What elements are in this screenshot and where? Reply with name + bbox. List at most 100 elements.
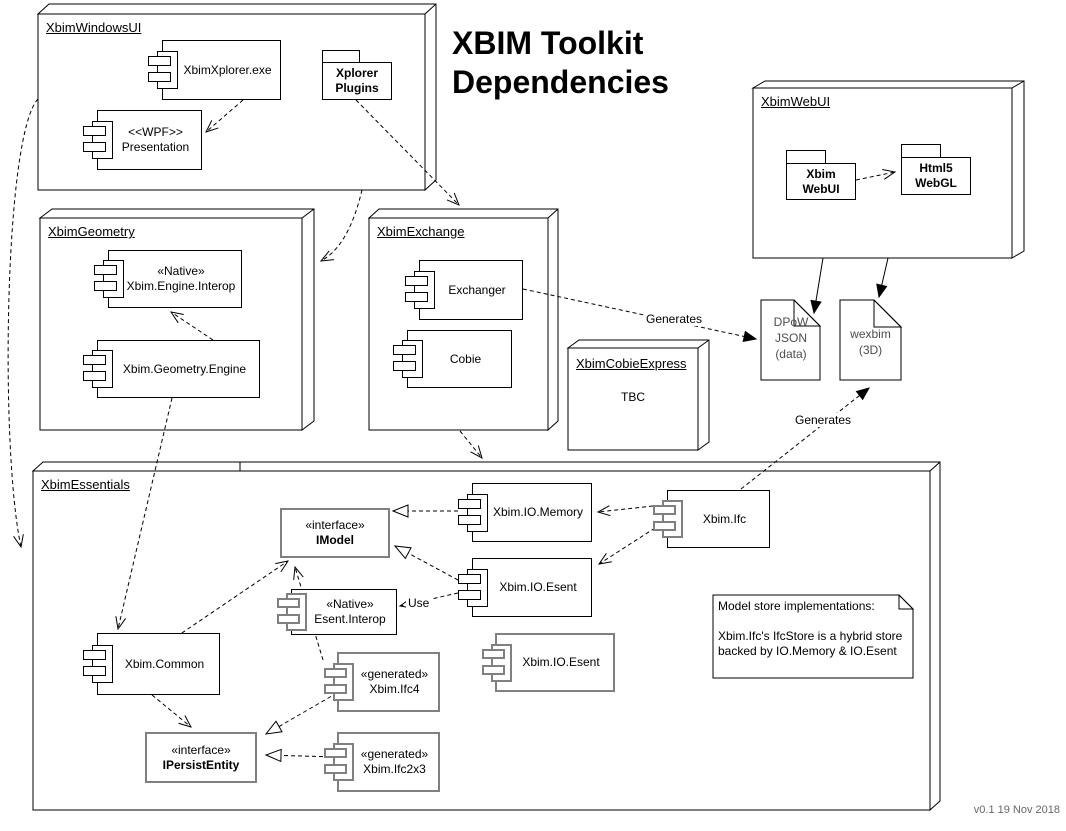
- component-label: Esent.Interop: [314, 612, 386, 626]
- component-icon: [405, 271, 437, 309]
- note-model-store: Model store implementations: Xbim.Ifc's …: [718, 599, 910, 659]
- document-label-line: (data): [775, 347, 807, 361]
- component-exchanger: Exchanger: [405, 260, 523, 320]
- edge-exchanger-generates-dpow: [522, 288, 756, 339]
- component-xbim-io-memory: Xbim.IO.Memory: [458, 483, 592, 542]
- package-title-geometry: XbimGeometry: [48, 224, 135, 239]
- interface-name: IPersistEntity: [162, 757, 240, 772]
- component-stereotype: «generated»: [360, 747, 429, 761]
- edge-ifc-to-memory: [598, 506, 654, 512]
- edge-windowsui-to-essentials: [7, 98, 39, 547]
- component-icon: [83, 121, 115, 159]
- component-icon: [94, 260, 126, 298]
- package-title-cobie-express: XbimCobieExpress: [576, 356, 687, 371]
- component-label: Xbim.IO.Memory: [492, 505, 583, 519]
- edge-webui-to-dpow: [814, 257, 824, 313]
- edge-exchange-to-essentials: [459, 430, 482, 458]
- component-xbim-ifc2x3: «generated» Xbim.Ifc2x3: [324, 732, 440, 792]
- component-label: Xbim.Common: [124, 656, 205, 671]
- package-title-windows-ui: XbimWindowsUI: [46, 20, 142, 35]
- component-xbim-io-esent-2: Xbim.IO.Esent: [482, 633, 615, 692]
- folder-label: Html5: [919, 161, 953, 175]
- edge-common-to-imodel: [175, 561, 288, 638]
- component-engine-interop: «Native» Xbim.Engine.Interop: [94, 250, 242, 308]
- component-label: Xbim.Engine.Interop: [126, 279, 236, 293]
- interface-stereotype: «interface»: [171, 742, 231, 757]
- package-3d-cobie-express: [566, 339, 710, 451]
- edge-plugins-to-exchange: [355, 99, 459, 205]
- document-label-line: DPoW: [773, 315, 809, 329]
- document-wexbim-shape: [839, 299, 903, 381]
- edge-ifc2x3-realizes-ipersist: [264, 748, 338, 763]
- document-dpow-shape: [760, 299, 822, 381]
- folder-tab: [901, 144, 941, 158]
- component-cobie: Cobie: [393, 330, 512, 388]
- interface-ipersistentity: «interface» IPersistEntity: [145, 732, 257, 783]
- component-label: Exchanger: [448, 282, 506, 297]
- page-title-line2: Dependencies: [452, 64, 669, 101]
- folder-label: WebGL: [915, 176, 957, 190]
- edge-label-generates-wexbim: Generates: [793, 413, 854, 427]
- component-icon: [653, 500, 685, 538]
- edge-webui-to-webgl: [855, 172, 895, 181]
- component-icon: [83, 645, 115, 683]
- component-icon: [458, 493, 490, 532]
- document-dpow-label: DPoW JSON (data): [761, 314, 821, 362]
- package-title-webui: XbimWebUI: [761, 94, 831, 109]
- edge-label-generates-dpow: Generates: [644, 312, 705, 326]
- note-line: Xbim.Ifc's IfcStore is a hybrid store: [718, 629, 903, 643]
- package-title-essentials: XbimEssentials: [41, 477, 130, 492]
- document-wexbim-label: wexbim (3D): [840, 326, 901, 358]
- component-xbim-ifc: Xbim.Ifc: [653, 490, 770, 548]
- edge-ifc-to-esent: [599, 527, 656, 564]
- note-line: Model store implementations:: [718, 599, 875, 613]
- interface-imodel: «interface» IModel: [280, 508, 390, 558]
- component-icon: [324, 743, 356, 781]
- component-label: Presentation: [121, 140, 190, 154]
- component-label: Xbim.Ifc: [702, 511, 747, 526]
- component-stereotype: «Native»: [326, 597, 374, 611]
- component-icon: [482, 643, 514, 682]
- folder-label: Xplorer: [335, 66, 378, 80]
- component-label: Xbim.Ifc4: [369, 682, 420, 696]
- folder-label: WebUI: [802, 181, 840, 196]
- component-stereotype: <<WPF>>: [128, 125, 183, 139]
- component-label: Xbim.Ifc2x3: [363, 762, 426, 776]
- component-stereotype: «generated»: [360, 667, 429, 681]
- component-stereotype: «Native»: [157, 264, 205, 278]
- edge-windowsui-to-geometry: [321, 189, 363, 261]
- document-label-line: JSON: [774, 331, 807, 345]
- component-xbim-common: Xbim.Common: [83, 633, 220, 695]
- component-label: Cobie: [449, 351, 482, 366]
- component-icon: [458, 568, 490, 607]
- note-line: backed by IO.Memory & IO.Esent: [718, 644, 897, 658]
- folder-body: Xplorer Plugins: [322, 62, 392, 100]
- version-note: v0.1 19 Nov 2018: [973, 804, 1060, 816]
- component-label: Xbim.IO.Esent: [522, 655, 600, 669]
- folder-label: Xbim: [806, 166, 836, 181]
- package-title-exchange: XbimExchange: [377, 224, 465, 239]
- edge-webui-to-wexbim: [879, 257, 889, 297]
- edge-label-use: Use: [406, 596, 432, 610]
- component-esent-interop: «Native» Esent.Interop: [277, 589, 397, 635]
- component-icon: [148, 51, 180, 89]
- cobie-express-body: TBC: [621, 390, 645, 404]
- folder-label: Plugins: [335, 81, 379, 95]
- component-label: Xbim.Geometry.Engine: [122, 361, 247, 376]
- edge-ifc4-to-imodel: [295, 567, 324, 661]
- component-xbim-io-esent: Xbim.IO.Esent: [458, 558, 592, 617]
- edge-ifc-generates-wexbim: [740, 388, 869, 490]
- component-wpf-presentation: <<WPF>> Presentation: [83, 110, 202, 170]
- edge-common-to-ipersist: [151, 694, 191, 727]
- edge-engine-to-common: [118, 397, 173, 629]
- component-xbimxplorer-exe: XbimXplorer.exe: [148, 40, 281, 100]
- component-icon: [277, 593, 309, 631]
- component-icon: [324, 663, 356, 701]
- edge-esent-realizes-imodel: [393, 545, 459, 581]
- component-xbim-ifc4: «generated» Xbim.Ifc4: [324, 652, 440, 712]
- edge-engine-to-interop: [171, 312, 214, 341]
- component-icon: [83, 350, 115, 388]
- component-label: XbimXplorer.exe: [183, 62, 272, 77]
